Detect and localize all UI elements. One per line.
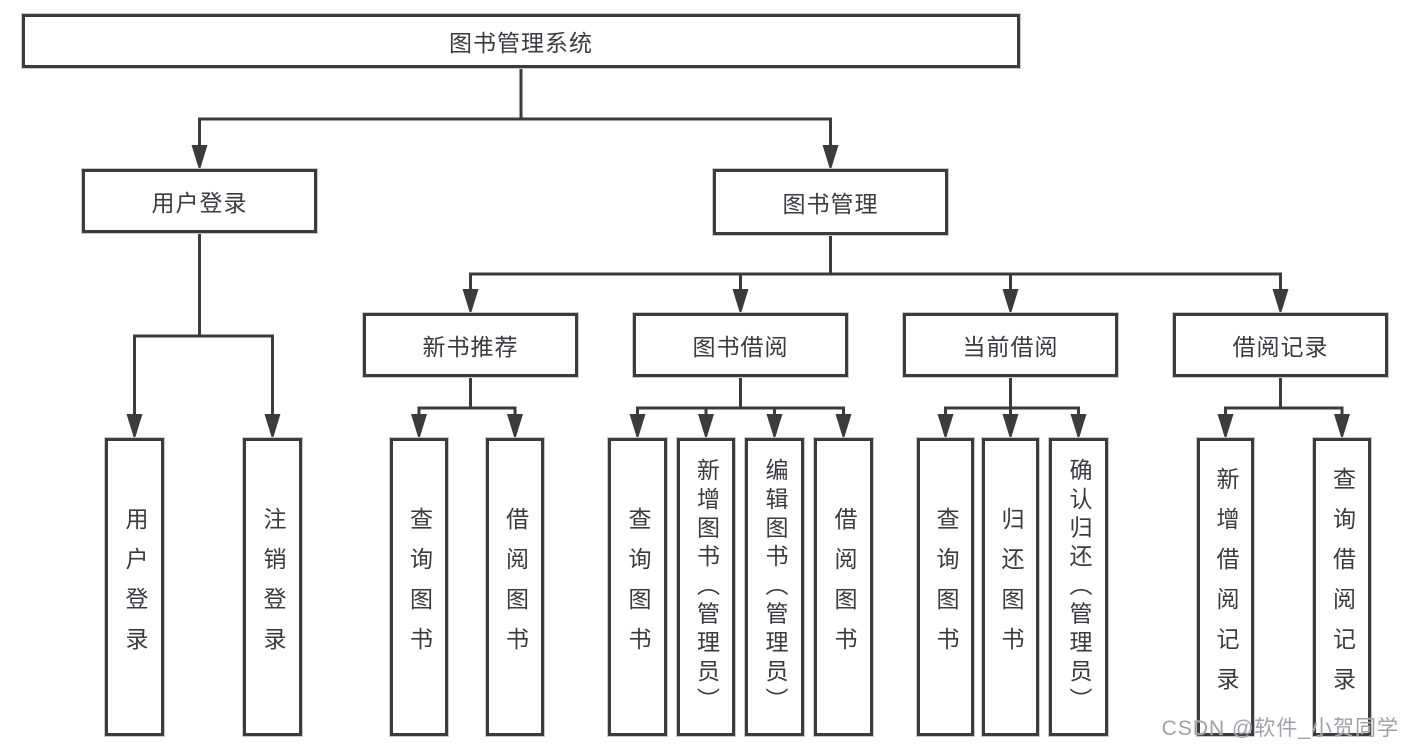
arrowhead-icon [126,414,143,440]
arrowhead-icon [1002,414,1019,440]
arrowhead-icon [1334,414,1350,440]
node-user-login-leaf-label: 用户登录 [122,507,148,667]
arrowhead-icon [191,145,208,171]
node-cb-return-label: 归还图书 [998,507,1024,667]
node-br-query-label: 查询借阅记录 [1329,467,1356,707]
node-br-add-label: 新增借阅记录 [1213,467,1239,707]
arrowhead-icon [629,414,646,440]
arrowhead-icon [507,414,523,440]
node-cb-confirm-label: 确认归还（管理员） [1066,458,1092,716]
arrowhead-icon [1002,289,1019,315]
node-logout-leaf-label: 注销登录 [260,507,286,667]
node-br-add: 新增借阅记录 [1197,438,1254,736]
node-bb-edit-label: 编辑图书（管理员） [762,458,788,716]
arrowhead-icon [937,414,954,440]
node-root: 图书管理系统 [22,14,1020,68]
arrowhead-icon [462,289,479,315]
node-cb-return: 归还图书 [982,438,1039,736]
node-user-login: 用户登录 [82,169,317,233]
node-book-borrow: 图书借阅 [633,313,848,377]
node-cb-query: 查询图书 [917,438,974,736]
node-borrow-records: 借阅记录 [1173,313,1388,377]
node-user-login-leaf: 用户登录 [105,438,164,736]
node-bb-query: 查询图书 [608,438,667,736]
node-bb-borrow: 借阅图书 [814,438,873,736]
node-bb-add-label: 新增图书（管理员） [693,458,720,716]
csdn-watermark: CSDN @软件_小贺同学 [1161,717,1399,740]
arrowhead-icon [1272,289,1289,315]
node-cb-confirm: 确认归还（管理员） [1049,438,1108,736]
node-nbr-borrow: 借阅图书 [486,438,544,736]
arrowhead-icon [766,414,783,440]
arrowhead-icon [264,414,281,440]
arrowhead-icon [698,414,714,440]
node-nbr-borrow-label: 借阅图书 [502,507,529,667]
node-cb-query-label: 查询图书 [933,507,959,667]
arrowhead-icon [411,414,427,440]
arrowhead-icon [1217,414,1234,440]
arrowhead-icon [1070,414,1087,440]
node-bb-borrow-label: 借阅图书 [831,507,857,667]
node-bb-edit: 编辑图书（管理员） [745,438,804,736]
arrowhead-icon [732,289,749,315]
node-current-borrow: 当前借阅 [903,313,1118,377]
node-book-mgmt: 图书管理 [713,169,948,235]
node-nbr-query-label: 查询图书 [406,507,433,667]
node-logout-leaf: 注销登录 [243,438,302,736]
node-bb-query-label: 查询图书 [625,507,651,667]
node-nbr-query: 查询图书 [390,438,448,736]
arrowhead-icon [822,145,839,171]
node-new-book-rec: 新书推荐 [363,313,578,377]
node-br-query: 查询借阅记录 [1313,438,1371,736]
arrowhead-icon [835,414,852,440]
node-bb-add: 新增图书（管理员） [677,438,735,736]
